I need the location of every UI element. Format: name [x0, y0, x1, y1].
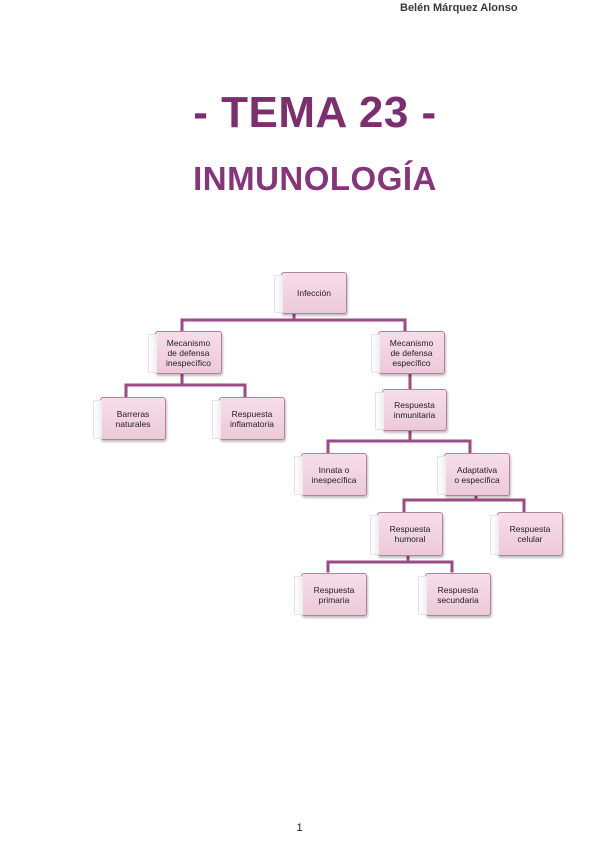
connector-infeccion	[180, 318, 407, 333]
node-mecanismo-inespecifico: Mecanismo de defensa inespecífico	[148, 331, 222, 374]
node-respuesta-inmunitaria: Respuesta inmunitaria	[375, 389, 447, 431]
connector-humoral	[326, 560, 454, 573]
connector-inmunitaria	[326, 439, 472, 454]
connector-inespecifico	[124, 383, 247, 398]
node-innata: Innata o inespecífica	[294, 453, 367, 496]
connector-adaptativa	[402, 498, 526, 513]
page-subtitle: INMUNOLOGÍA	[193, 160, 437, 197]
page-title: - TEMA 23 -	[193, 88, 437, 137]
node-respuesta-secundaria: Respuesta secundaria	[418, 573, 491, 616]
node-respuesta-celular: Respuesta celular	[490, 512, 563, 556]
author-name: Belén Márquez Alonso	[400, 2, 518, 14]
node-respuesta-inflamatoria: Respuesta inflamatoria	[212, 397, 285, 440]
node-adaptativa: Adaptativa o específica	[437, 453, 510, 496]
node-barreras-naturales: Barreras naturales	[93, 397, 166, 440]
page-number: 1	[296, 822, 303, 834]
node-respuesta-primaria: Respuesta primaria	[294, 573, 367, 616]
node-respuesta-humoral: Respuesta humoral	[370, 512, 443, 556]
node-infeccion: Infección	[274, 272, 347, 314]
node-mecanismo-especifico: Mecanismo de defensa específico	[371, 331, 445, 374]
